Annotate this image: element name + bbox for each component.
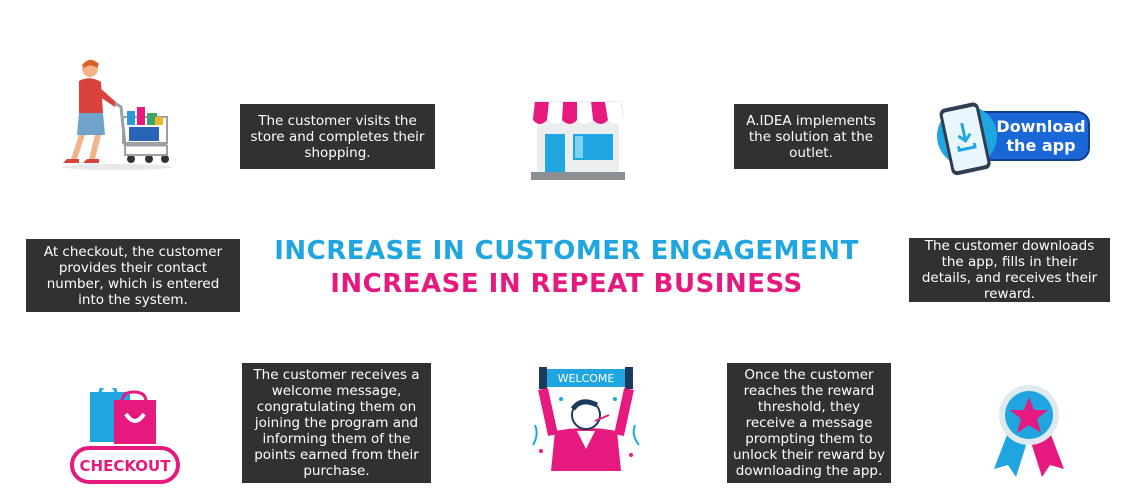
step-download: The customer downloads the app, fills in… bbox=[909, 238, 1110, 302]
step-threshold: Once the customer reaches the reward thr… bbox=[727, 363, 891, 483]
shopping-cart-person-icon bbox=[62, 59, 172, 170]
welcome-banner-label: WELCOME bbox=[558, 372, 615, 385]
reward-badge-icon bbox=[994, 385, 1064, 477]
step-welcome: The customer receives a welcome message,… bbox=[242, 363, 431, 483]
download-badge-line2: the app bbox=[1006, 136, 1075, 155]
headline-engagement: INCREASE IN CUSTOMER ENGAGEMENT bbox=[274, 236, 859, 266]
step-implement: A.IDEA implements the solution at the ou… bbox=[734, 104, 888, 169]
headline-repeat-business: INCREASE IN REPEAT BUSINESS bbox=[330, 269, 803, 299]
checkout-bags-icon: CHECKOUT bbox=[70, 388, 180, 484]
storefront-icon bbox=[531, 101, 625, 180]
step-checkout: At checkout, the customer provides their… bbox=[26, 239, 240, 312]
download-the-app-phone-icon: Download the app bbox=[937, 102, 1090, 176]
step-visit-store: The customer visits the store and comple… bbox=[240, 104, 435, 169]
checkout-label: CHECKOUT bbox=[80, 457, 172, 475]
download-badge-line1: Download bbox=[996, 117, 1085, 136]
welcome-banner-person-icon: WELCOME bbox=[532, 367, 640, 471]
